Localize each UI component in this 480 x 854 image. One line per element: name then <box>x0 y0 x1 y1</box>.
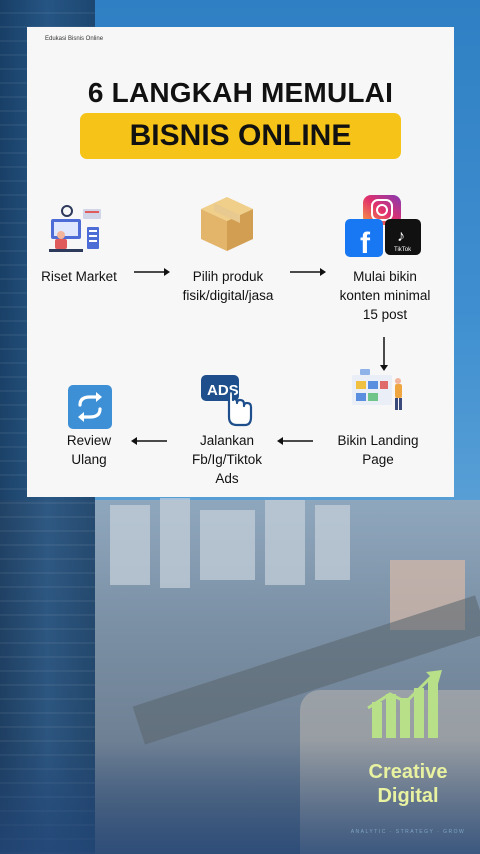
arrow-down-icon <box>380 337 388 371</box>
title-line-1: 6 LANGKAH MEMULAI <box>87 77 394 108</box>
refresh-icon <box>67 384 113 430</box>
title-highlight: BISNIS ONLINE <box>80 113 401 159</box>
arrow-left-icon <box>277 437 313 445</box>
creative-digital-logo <box>367 670 442 738</box>
building <box>315 505 350 580</box>
arrow-right-icon <box>290 268 326 276</box>
step-2-label: Pilih produk fisik/digital/jasa <box>182 269 274 303</box>
landing-page-icon <box>350 367 406 413</box>
infographic-card: Edukasi Bisnis Online 6 LANGKAH MEMULAI … <box>27 27 454 497</box>
package-box-icon <box>199 195 255 253</box>
arrow-left-icon <box>131 437 167 445</box>
social-media-icon: f ♪ TikTok <box>345 195 425 260</box>
step-6-label: Review Ulang <box>66 433 112 467</box>
building <box>110 505 150 585</box>
step-1-label: Riset Market <box>41 269 117 284</box>
logo-wordmark: Creative Digital <box>368 761 448 807</box>
step-4-label: Bikin Landing Page <box>337 433 419 467</box>
ads-click-icon: ADS <box>199 373 255 429</box>
tiktok-label: TikTok <box>394 247 412 253</box>
title-line-2: BISNIS ONLINE <box>129 119 352 152</box>
building <box>160 498 190 588</box>
step-3-label: Mulai bikin konten minimal 15 post <box>339 269 431 322</box>
step-5-label: Jalankan Fb/Ig/Tiktok Ads <box>191 433 263 486</box>
svg-text:♪: ♪ <box>397 228 405 245</box>
building <box>265 500 305 585</box>
market-research-icon <box>47 205 105 255</box>
arrow-right-icon <box>134 268 170 276</box>
building <box>200 510 255 580</box>
vignette <box>0 740 480 854</box>
brand-label: Edukasi Bisnis Online <box>45 36 104 42</box>
logo-tagline: ANALYTIC · STRATEGY · GROW <box>350 829 466 835</box>
svg-text:f: f <box>360 227 371 257</box>
